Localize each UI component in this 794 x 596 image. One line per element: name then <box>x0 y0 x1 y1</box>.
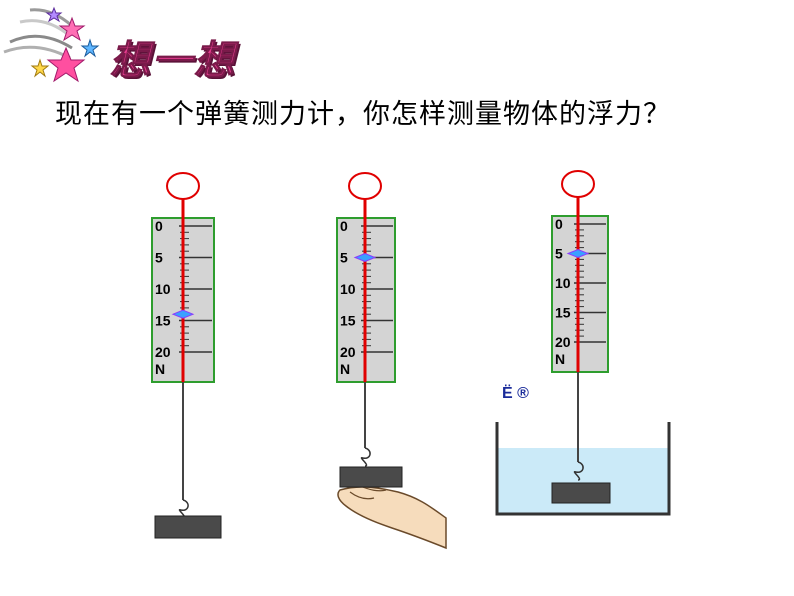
hook-icon <box>573 461 584 481</box>
scale-label: 15 <box>555 305 571 321</box>
scale-label: 0 <box>155 218 163 234</box>
water-body <box>498 448 668 514</box>
hook-icon <box>360 447 371 467</box>
decorative-stars-icon <box>3 6 100 83</box>
scale-label: 15 <box>340 313 356 329</box>
scale-label: 10 <box>555 275 571 291</box>
hanging-ring <box>561 170 595 198</box>
scale-label: 5 <box>155 250 163 266</box>
water-container <box>495 422 671 516</box>
scale-pointer <box>566 248 590 259</box>
unit-label: N <box>340 361 350 377</box>
scale-supported: 0 5 10 15 20N <box>336 172 403 488</box>
scale-label: 5 <box>340 250 348 266</box>
weight-block <box>551 482 611 504</box>
scale-in-water: 0 5 10 15 20N <box>551 170 611 504</box>
hook-icon <box>178 499 189 519</box>
scale-label: 0 <box>555 216 563 232</box>
hanging-ring <box>348 172 382 200</box>
scale-label: 20 <box>555 334 571 350</box>
slide-heading: 想一想 <box>110 38 236 85</box>
weight-block <box>154 515 222 539</box>
scale-label: 10 <box>155 281 171 297</box>
slide-question: 现在有一个弹簧测力计，你怎样测量物体的浮力？ <box>55 99 671 130</box>
unit-label: N <box>555 351 565 367</box>
scale-label: 20 <box>155 344 171 360</box>
scale-label: 0 <box>340 218 348 234</box>
weight-block <box>339 466 403 488</box>
scale-label: 20 <box>340 344 356 360</box>
scale-label: 5 <box>555 246 563 262</box>
hand-icon <box>337 486 447 550</box>
hanging-ring <box>166 172 200 200</box>
scale-label: 15 <box>155 313 171 329</box>
scale-label: 10 <box>340 281 356 297</box>
scale-pointer <box>353 252 377 263</box>
unit-label: N <box>155 361 165 377</box>
liquid-label: Ë ® <box>502 385 529 402</box>
scale-hanging: 0 5 10 15 20N <box>151 172 222 539</box>
scale-pointer <box>171 309 195 319</box>
